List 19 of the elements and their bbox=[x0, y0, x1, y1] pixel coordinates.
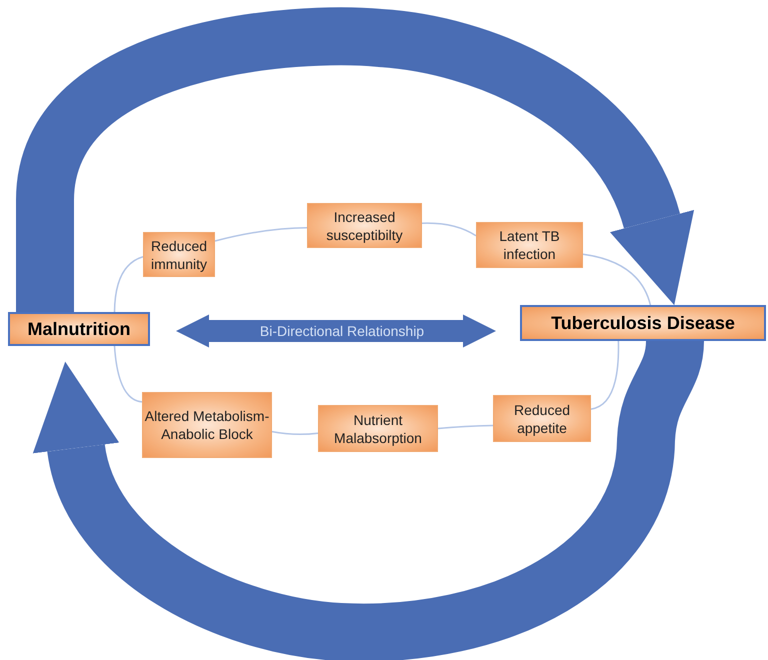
factor-box: Reduced appetite bbox=[493, 395, 591, 442]
main-concept-box: Tuberculosis Disease bbox=[520, 305, 766, 341]
factor-box: Altered Metabolism-Anabolic Block bbox=[142, 392, 272, 458]
connector-line bbox=[114, 256, 144, 312]
double-arrow bbox=[176, 314, 496, 348]
connector-line bbox=[422, 222, 476, 236]
main-concept-box: Malnutrition bbox=[8, 312, 150, 346]
connector-line bbox=[582, 253, 652, 306]
factor-box: Reduced immunity bbox=[143, 232, 215, 277]
connector-line bbox=[214, 227, 308, 242]
connector-line bbox=[590, 341, 620, 410]
connector-line bbox=[272, 430, 318, 436]
curved-arrow bbox=[34, 339, 704, 660]
connector-line bbox=[438, 424, 494, 430]
edge-label: Bi-Directional Relationship bbox=[258, 322, 426, 341]
factor-box: Nutrient Malabsorption bbox=[318, 405, 438, 452]
connector-line bbox=[114, 346, 142, 403]
factor-box: Increased susceptibilty bbox=[307, 203, 422, 248]
factor-box: Latent TB infection bbox=[476, 222, 583, 268]
